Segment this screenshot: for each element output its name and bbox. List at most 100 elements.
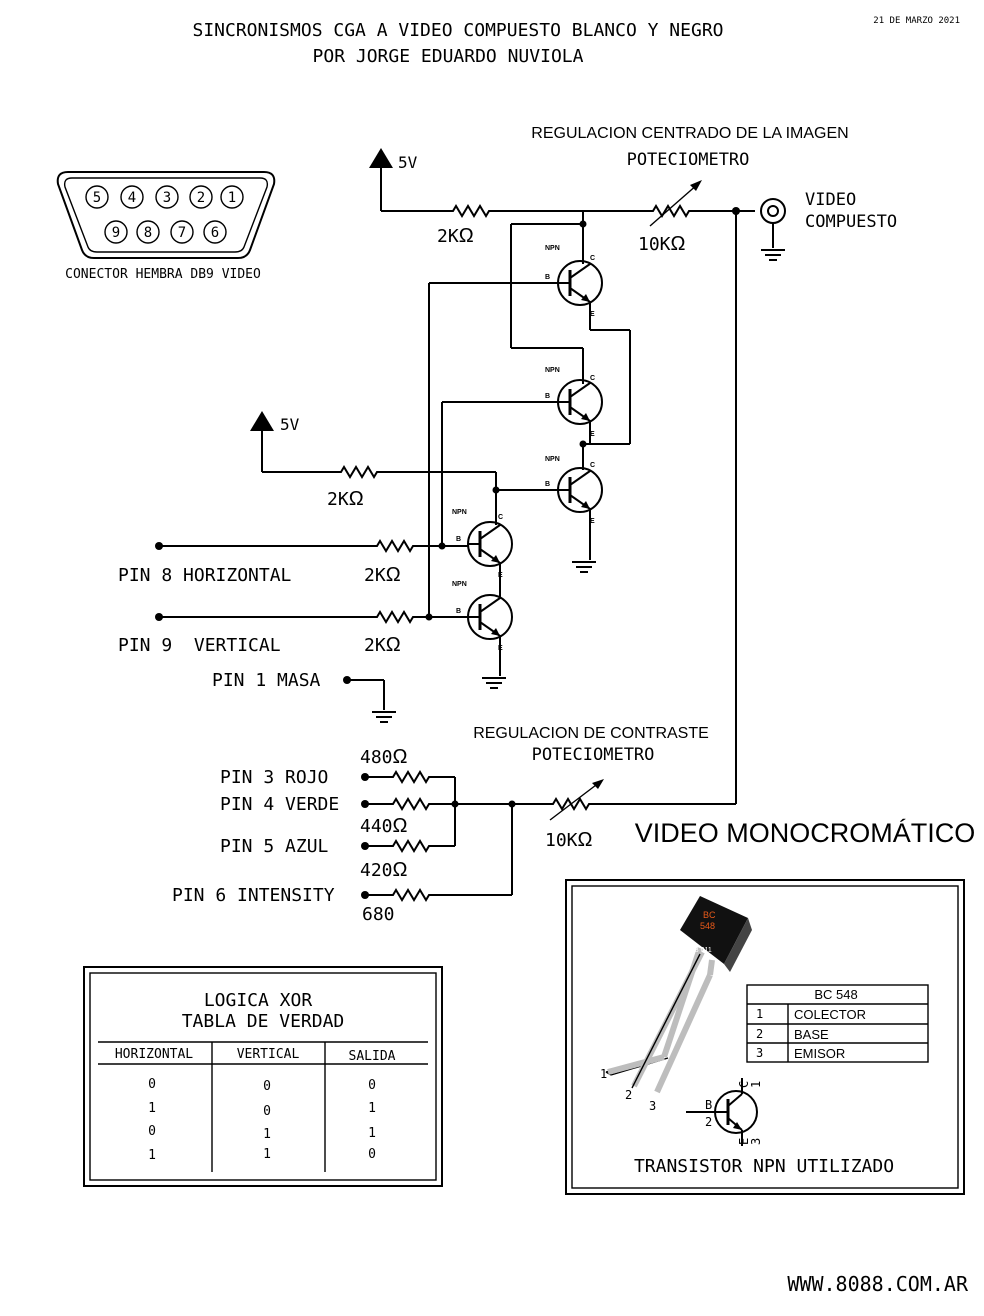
svg-text:BC: BC bbox=[703, 910, 716, 920]
resistor-r4 bbox=[384, 798, 438, 810]
db9-pin-9: 9 bbox=[112, 225, 120, 241]
video-output-jack-icon bbox=[760, 198, 786, 224]
supply-arrow-icon bbox=[369, 148, 393, 168]
svg-text:B: B bbox=[545, 393, 550, 400]
svg-text:C: C bbox=[498, 514, 503, 521]
resistor-v bbox=[368, 611, 422, 623]
transistor-box: BC 548 B 011 1 2 3 BC 548 1 COLECTOR 2 B… bbox=[565, 879, 965, 1195]
resistor-mid bbox=[332, 466, 386, 478]
resistor-top-value: 2KΩ bbox=[437, 225, 474, 247]
svg-text:NPN: NPN bbox=[545, 245, 560, 252]
resistor-r4-value: 440Ω bbox=[360, 815, 408, 837]
pin9-label: PIN 9 VERTICAL bbox=[118, 635, 281, 656]
svg-text:E: E bbox=[737, 1138, 751, 1145]
resistor-r5 bbox=[384, 840, 438, 852]
table-cell: 3 bbox=[756, 1046, 763, 1060]
resistor-v-value: 2KΩ bbox=[364, 634, 401, 656]
table-cell: 0 bbox=[148, 1124, 156, 1139]
svg-text:2: 2 bbox=[705, 1115, 712, 1129]
footer-url: WWW.8088.COM.AR bbox=[787, 1272, 969, 1296]
svg-text:C: C bbox=[590, 462, 595, 469]
video-output-label-1: VIDEO bbox=[805, 190, 856, 210]
table-cell: COLECTOR bbox=[794, 1007, 866, 1022]
svg-text:B: B bbox=[456, 608, 461, 615]
pin3-label: PIN 3 ROJO bbox=[220, 767, 328, 788]
resistor-r5-value: 420Ω bbox=[360, 859, 408, 881]
diagram-author: POR JORGE EDUARDO NUVIOLA bbox=[313, 46, 584, 67]
db9-connector: 5 4 3 2 1 9 8 7 6 bbox=[56, 171, 276, 259]
svg-text:E: E bbox=[590, 431, 595, 438]
db9-pin-7: 7 bbox=[178, 225, 186, 241]
resistor-r6-value: 680 bbox=[362, 904, 395, 925]
bc548-table-title: BC 548 bbox=[814, 987, 857, 1002]
svg-text:B: B bbox=[456, 536, 461, 543]
contrast-pot-label: POTECIOMETRO bbox=[532, 745, 655, 765]
supply-arrow-icon bbox=[250, 411, 274, 431]
svg-text:E: E bbox=[590, 311, 595, 318]
truth-table-header-salida: SALIDA bbox=[349, 1049, 396, 1064]
table-cell: 1 bbox=[148, 1148, 156, 1163]
resistor-r3-value: 480Ω bbox=[360, 746, 408, 768]
truth-table-header-horizontal: HORIZONTAL bbox=[115, 1047, 193, 1062]
truth-table: LOGICA XOR TABLA DE VERDAD HORIZONTAL VE… bbox=[83, 966, 443, 1187]
table-cell: 2 bbox=[756, 1027, 763, 1041]
table-cell: 0 bbox=[263, 1104, 271, 1119]
pin8-label: PIN 8 HORIZONTAL bbox=[118, 565, 292, 586]
svg-text:NPN: NPN bbox=[452, 581, 467, 588]
svg-text:C: C bbox=[590, 375, 595, 382]
sync-circuit: 5V 2KΩ REGULACION CENTRADO DE LA IMAGEN … bbox=[118, 125, 897, 804]
table-cell: 0 bbox=[263, 1079, 271, 1094]
svg-text:B: B bbox=[545, 481, 550, 488]
resistor-top bbox=[444, 205, 498, 217]
pin4-label: PIN 4 VERDE bbox=[220, 794, 339, 815]
table-cell: 1 bbox=[368, 1101, 376, 1116]
supply-label-mid: 5V bbox=[280, 415, 300, 434]
npn-symbol-icon bbox=[686, 1078, 758, 1146]
pin6-label: PIN 6 INTENSITY bbox=[172, 885, 335, 906]
table-cell: 1 bbox=[756, 1007, 763, 1021]
bc548-package-icon: BC 548 B 011 bbox=[605, 896, 752, 1094]
pin5-label: PIN 5 AZUL bbox=[220, 836, 329, 857]
svg-text:NPN: NPN bbox=[452, 509, 467, 516]
resistor-r3 bbox=[384, 771, 438, 783]
db9-pin-5: 5 bbox=[93, 190, 101, 206]
lead-label-2: 2 bbox=[625, 1088, 632, 1102]
lead-label-1: 1 bbox=[600, 1067, 607, 1081]
svg-text:NPN: NPN bbox=[545, 456, 560, 463]
table-cell: EMISOR bbox=[794, 1046, 845, 1061]
svg-text:3: 3 bbox=[749, 1138, 763, 1145]
table-cell: 0 bbox=[368, 1078, 376, 1093]
svg-text:C: C bbox=[590, 255, 595, 262]
svg-text:E: E bbox=[498, 572, 503, 579]
svg-text:1: 1 bbox=[749, 1081, 763, 1088]
pot-centrado-value: 10KΩ bbox=[638, 233, 686, 255]
db9-pin-4: 4 bbox=[128, 190, 136, 206]
svg-text:C: C bbox=[737, 1081, 751, 1088]
resistor-h-value: 2KΩ bbox=[364, 564, 401, 586]
db9-pin-6: 6 bbox=[211, 225, 219, 241]
video-output-label-2: COMPUESTO bbox=[805, 212, 897, 232]
truth-table-title-2: TABLA DE VERDAD bbox=[182, 1011, 345, 1032]
transistor-box-caption: TRANSISTOR NPN UTILIZADO bbox=[634, 1156, 894, 1177]
pot-centrado-label: POTECIOMETRO bbox=[627, 150, 750, 170]
svg-text:E: E bbox=[498, 645, 503, 652]
svg-text:NPN: NPN bbox=[545, 367, 560, 374]
db9-connector-label: CONECTOR HEMBRA DB9 VIDEO bbox=[65, 267, 261, 282]
resistor-r6 bbox=[384, 889, 438, 901]
table-cell: 1 bbox=[148, 1101, 156, 1116]
pot-centrado-caption: REGULACION CENTRADO DE LA IMAGEN bbox=[531, 125, 848, 142]
svg-text:B: B bbox=[705, 1098, 712, 1112]
video-mono-title: VIDEO MONOCROMÁTICO bbox=[635, 818, 976, 848]
table-cell: BASE bbox=[794, 1027, 829, 1042]
diagram-title: SINCRONISMOS CGA A VIDEO COMPUESTO BLANC… bbox=[192, 20, 723, 41]
diagram-date: 21 DE MARZO 2021 bbox=[873, 16, 960, 26]
db9-pin-2: 2 bbox=[197, 190, 205, 206]
db9-pin-3: 3 bbox=[163, 190, 171, 206]
video-circuit: REGULACION DE CONTRASTE POTECIOMETRO PIN… bbox=[172, 725, 736, 925]
table-cell: 1 bbox=[368, 1126, 376, 1141]
lead-label-3: 3 bbox=[649, 1099, 656, 1113]
resistor-h bbox=[368, 540, 422, 552]
truth-table-header-vertical: VERTICAL bbox=[237, 1047, 300, 1062]
db9-pin-8: 8 bbox=[144, 225, 152, 241]
